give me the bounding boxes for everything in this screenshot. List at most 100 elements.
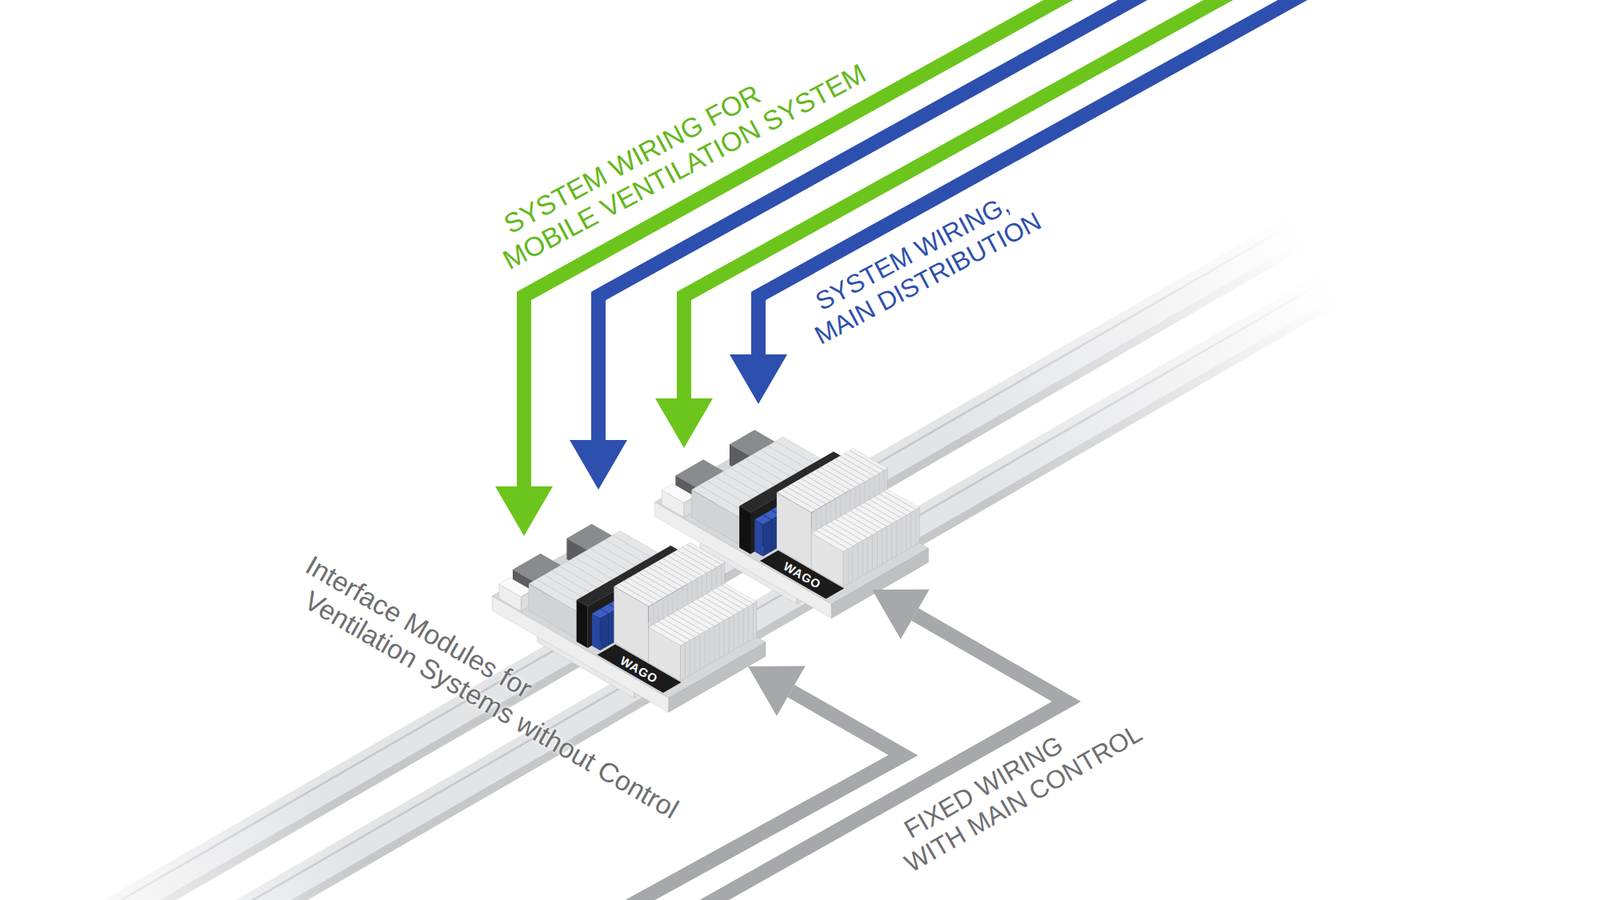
- terminal-rib: [663, 619, 696, 638]
- terminal-rib: [738, 612, 740, 648]
- terminal-rib: [701, 596, 734, 616]
- terminal-rib: [692, 602, 724, 621]
- terminal-rib: [836, 519, 868, 538]
- terminal-rib: [652, 564, 688, 584]
- terminal-rib: [699, 634, 700, 670]
- terminal-rib: [719, 623, 720, 659]
- blue-arrow-head: [569, 440, 628, 490]
- terminal-rib: [886, 526, 888, 562]
- terminal-rib: [830, 522, 863, 541]
- terminal-rib: [662, 558, 697, 579]
- terminal-rib: [881, 529, 883, 565]
- terminal-rib: [658, 621, 691, 640]
- terminal-rib: [860, 505, 892, 524]
- terminal-rib: [884, 491, 916, 510]
- terminal-rib: [850, 511, 883, 530]
- terminal-rib: [825, 464, 860, 485]
- terminal-rib: [708, 628, 710, 664]
- terminal-rib: [712, 591, 744, 610]
- terminal-rib: [816, 530, 848, 549]
- terminal-rib: [728, 617, 730, 653]
- terminal-rib: [743, 609, 744, 645]
- wrap-spacer: [1092, 691, 1126, 718]
- terminal-rib: [638, 572, 673, 593]
- blue-module-gap: [600, 608, 608, 614]
- terminal-rib: [900, 518, 902, 554]
- terminal-rib: [786, 487, 821, 508]
- blue-module-gap: [763, 515, 772, 520]
- blue-module-gap: [770, 520, 772, 552]
- terminal-rib: [820, 528, 853, 547]
- terminal-rib: [681, 547, 716, 568]
- wrap-spacer: [642, 742, 704, 786]
- terminal-rib: [874, 496, 907, 516]
- terminal-rib: [643, 569, 678, 590]
- terminal-rib: [796, 481, 831, 502]
- green-arrow-head: [655, 398, 713, 448]
- terminal-rib: [844, 453, 880, 474]
- terminal-rib: [752, 604, 754, 640]
- terminal-rib: [849, 450, 884, 471]
- terminal-rib: [835, 459, 870, 480]
- terminal-rib: [689, 640, 691, 676]
- rail-side: [148, 262, 1396, 900]
- terminal-rib: [840, 516, 873, 536]
- din-rails: [55, 208, 1396, 900]
- terminal-block-top: [648, 583, 757, 646]
- blue-module-gap: [608, 613, 609, 646]
- terminal-rib: [876, 532, 878, 568]
- terminal-rib: [686, 544, 721, 565]
- black-bar-side: [739, 506, 751, 555]
- blue-modules-side: [592, 613, 600, 651]
- terminal-rib: [667, 556, 702, 576]
- terminal-rib: [840, 456, 875, 476]
- terminal-rib: [855, 508, 888, 527]
- terminal-rib: [672, 552, 707, 573]
- terminal-rib: [905, 515, 907, 551]
- terminal-rib: [716, 588, 749, 607]
- terminal-rib: [724, 620, 725, 656]
- terminal-block-top: [811, 489, 920, 552]
- terminal-rib: [825, 524, 858, 544]
- terminal-rib: [696, 599, 729, 618]
- green-arrow-head: [495, 486, 553, 536]
- blue-modules-side: [754, 520, 763, 557]
- terminal-rib: [862, 540, 864, 576]
- grey-arrow-head: [872, 589, 930, 640]
- small-block-top: [499, 577, 533, 597]
- terminal-rib: [820, 467, 855, 488]
- terminal-rib: [653, 624, 686, 644]
- terminal-rib: [721, 585, 754, 604]
- terminal-rib: [815, 470, 850, 491]
- wrap-spacer: [836, 26, 855, 45]
- blue-arrow-line: [758, 0, 1308, 355]
- terminal-rib: [869, 500, 902, 519]
- terminal-rib: [676, 550, 712, 571]
- terminal-rib: [677, 610, 710, 629]
- rail-top: [55, 208, 1331, 900]
- terminal-rib: [704, 632, 705, 668]
- terminal-rib: [879, 494, 912, 513]
- terminal-rib: [713, 626, 715, 662]
- terminal-rib: [805, 476, 840, 496]
- terminal-rib: [791, 484, 826, 504]
- terminal-rib: [852, 546, 854, 582]
- terminal-rib: [648, 567, 683, 588]
- small-block-top: [661, 484, 696, 504]
- terminal-rib: [733, 615, 735, 651]
- terminal-rib: [668, 616, 700, 635]
- wiring-label: SYSTEM WIRING FOR MOBILE VENTILATION SYS…: [483, 26, 878, 276]
- logo-plate: [760, 550, 844, 600]
- terminal-rib: [687, 604, 720, 624]
- terminal-rib: [684, 643, 686, 679]
- terminal-rib: [657, 561, 692, 582]
- terminal-rib: [891, 524, 892, 560]
- terminal-rib: [628, 578, 664, 599]
- terminal-rib: [800, 478, 836, 499]
- grey-arrow-head: [748, 666, 806, 717]
- terminal-rib: [848, 548, 849, 584]
- terminal-rib: [864, 502, 897, 521]
- terminal-rib: [672, 613, 705, 632]
